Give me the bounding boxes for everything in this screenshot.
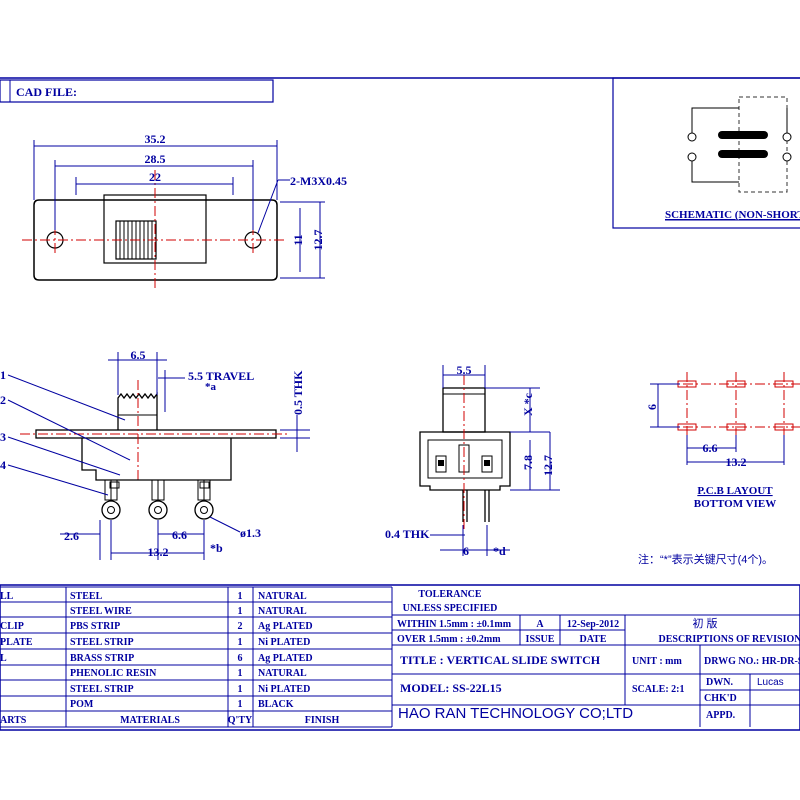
- bom-finish: Ni PLATED: [258, 684, 310, 695]
- bom-qty: 1: [238, 591, 243, 602]
- bom-finish: Ag PLATED: [258, 653, 313, 664]
- callout-2: 2: [0, 393, 6, 407]
- schematic-box: SCHEMATIC (NON-SHORTIN: [612, 77, 800, 229]
- title-block: TOLERANCE UNLESS SPECIFIED WITHIN 1.5mm …: [392, 589, 800, 727]
- bom-material: POM: [70, 699, 94, 710]
- bom-finish: BLACK: [258, 699, 294, 710]
- dim-holes: 28.5: [145, 152, 166, 166]
- revision-date: 12-Sep-2012: [567, 619, 619, 630]
- tolerance-within: WITHIN 1.5mm : ±0.1mm: [397, 619, 512, 630]
- bom-part: CLIP: [0, 621, 24, 632]
- pcb-label-2: BOTTOM VIEW: [694, 498, 776, 510]
- dim-b: *b: [210, 541, 223, 555]
- dim-13: ø1.3: [240, 526, 261, 540]
- drawing-number: DRWG NO.: HR-DR-S: [704, 656, 800, 667]
- bom-qty: 1: [238, 684, 243, 695]
- bom-finish: Ag PLATED: [258, 621, 313, 632]
- bom-qty: 2: [238, 621, 243, 632]
- scale-label: SCALE: 2:1: [632, 684, 685, 695]
- dim-thk: 0.5 THK: [291, 370, 305, 415]
- pcb-dim-132: 13.2: [726, 455, 747, 469]
- cad-file-label: CAD FILE:: [16, 85, 77, 99]
- unit-label: UNIT : mm: [632, 656, 682, 667]
- front-view: 5.5 X *c 7.8 12.7 0.4 THK 6 *d: [385, 363, 560, 558]
- bom-finish: NATURAL: [258, 668, 307, 679]
- bom-material: STEEL WIRE: [70, 606, 132, 617]
- bom-material: PHENOLIC RESIN: [70, 668, 157, 679]
- revision-letter: A: [536, 619, 544, 630]
- pcb-dim-66: 6.6: [703, 441, 718, 455]
- dim-travel-note: *a: [205, 381, 217, 393]
- dim-6: 6: [463, 544, 469, 558]
- dim-66: 6.6: [172, 528, 187, 542]
- date-label: DATE: [579, 634, 606, 645]
- pcb-dim-6: 6: [645, 404, 659, 410]
- drawn-by-label: DWN.: [706, 677, 733, 688]
- tolerance-label: TOLERANCE: [418, 589, 481, 600]
- dim-h11: 11: [291, 234, 305, 245]
- bom-header-qty: Q'TY: [228, 715, 253, 726]
- drawn-by-name: Lucas: [757, 677, 784, 688]
- cad-file-box: CAD FILE:: [0, 77, 800, 103]
- bom-part: L: [0, 653, 7, 664]
- approved-by-label: APPD.: [706, 710, 736, 721]
- dim-body: 22: [149, 170, 161, 184]
- issue-label: ISSUE: [526, 634, 555, 645]
- bom-header-part: ARTS: [0, 715, 27, 726]
- side-view: 1 2 3 4 6.5 5.5 TRAVEL *a 0.5 THK 2.6 6.…: [0, 348, 310, 560]
- bom-qty: 1: [238, 699, 243, 710]
- company-name: HAO RAN TECHNOLOGY CO;LTD: [398, 705, 633, 722]
- bom-material: PBS STRIP: [70, 621, 120, 632]
- bom-qty: 1: [238, 668, 243, 679]
- bom-material: STEEL STRIP: [70, 637, 134, 648]
- bom-finish: NATURAL: [258, 606, 307, 617]
- dim-thread: 2-M3X0.45: [290, 174, 347, 188]
- revision-description: 初 版: [692, 616, 717, 630]
- bom-qty: 1: [238, 606, 243, 617]
- dim-78: 7.8: [521, 455, 535, 470]
- dim-xc: X *c: [521, 392, 535, 416]
- bom-part: PLATE: [0, 637, 33, 648]
- bom-header-material: MATERIALS: [120, 715, 180, 726]
- bom-material: BRASS STRIP: [70, 653, 134, 664]
- top-view: 35.2 28.5 22 2-M3X0.45 11 12.7: [22, 132, 347, 290]
- tolerance-over: OVER 1.5mm : ±0.2mm: [397, 634, 501, 645]
- bom-table: LL STEEL 1 NATURAL STEEL WIRE 1 NATURAL …: [0, 584, 800, 731]
- dim-h127: 12.7: [311, 230, 325, 251]
- dim-04: 0.4 THK: [385, 527, 430, 541]
- descriptions-of-revision-label: DESCRIPTIONS OF REVISION: [659, 634, 800, 645]
- bom-header-finish: FINISH: [305, 715, 340, 726]
- drawing-title: TITLE : VERTICAL SLIDE SWITCH: [400, 653, 601, 667]
- schematic-label: SCHEMATIC (NON-SHORTIN: [665, 209, 800, 221]
- bom-qty: 1: [238, 637, 243, 648]
- side-pins: [101, 479, 214, 520]
- callout-1: 1: [0, 368, 6, 382]
- bom-material: STEEL: [70, 591, 103, 602]
- dim-132: 13.2: [148, 545, 169, 559]
- unless-specified-label: UNLESS SPECIFIED: [403, 603, 498, 614]
- dim-knob: 6.5: [131, 348, 146, 362]
- model-label: MODEL: SS-22L15: [400, 681, 502, 695]
- dim-overall: 35.2: [145, 132, 166, 146]
- pcb-label-1: P.C.B LAYOUT: [697, 485, 773, 497]
- callout-3: 3: [0, 430, 6, 444]
- dim-d: *d: [493, 544, 506, 558]
- dim-26: 2.6: [64, 529, 79, 543]
- bom-finish: Ni PLATED: [258, 637, 310, 648]
- callout-4: 4: [0, 458, 6, 472]
- dim-travel: 5.5 TRAVEL: [188, 369, 254, 383]
- bom-part: LL: [0, 591, 14, 602]
- pcb-layout: 6 6.6 13.2 P.C.B LAYOUT BOTTOM VIEW: [645, 372, 800, 510]
- bom-finish: NATURAL: [258, 591, 307, 602]
- checked-by-label: CHK'D: [704, 693, 737, 704]
- dim-127: 12.7: [541, 455, 555, 476]
- bom-material: STEEL STRIP: [70, 684, 134, 695]
- dim-55: 5.5: [457, 363, 472, 377]
- key-dimensions-note: 注：“*”表示关键尺寸(4个)。: [638, 552, 773, 566]
- bom-qty: 6: [238, 653, 243, 664]
